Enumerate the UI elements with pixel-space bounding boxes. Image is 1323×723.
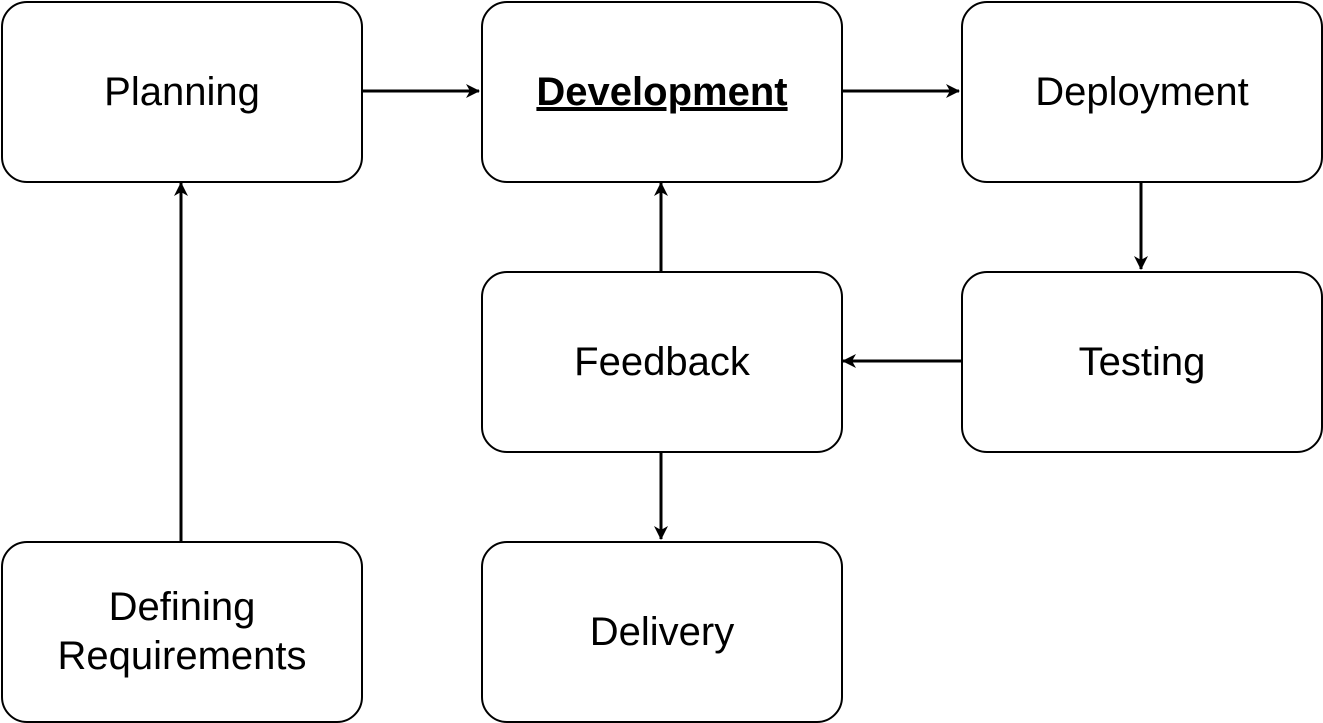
node-planning-label: Planning [104, 69, 260, 114]
node-delivery-label: Delivery [589, 609, 735, 654]
node-development[interactable]: Development [481, 1, 843, 183]
node-development-label: Development [536, 69, 788, 114]
node-planning[interactable]: Planning [1, 1, 363, 183]
node-defining-requirements-label: Defining Requirements [57, 585, 307, 678]
node-feedback[interactable]: Feedback [481, 271, 843, 453]
node-delivery[interactable]: Delivery [481, 541, 843, 723]
node-feedback-label: Feedback [574, 339, 750, 384]
node-deployment[interactable]: Deployment [961, 1, 1323, 183]
node-testing[interactable]: Testing [961, 271, 1323, 453]
node-defining-requirements[interactable]: Defining Requirements [1, 541, 363, 723]
node-deployment-label: Deployment [1035, 69, 1249, 114]
node-testing-label: Testing [1078, 339, 1206, 384]
